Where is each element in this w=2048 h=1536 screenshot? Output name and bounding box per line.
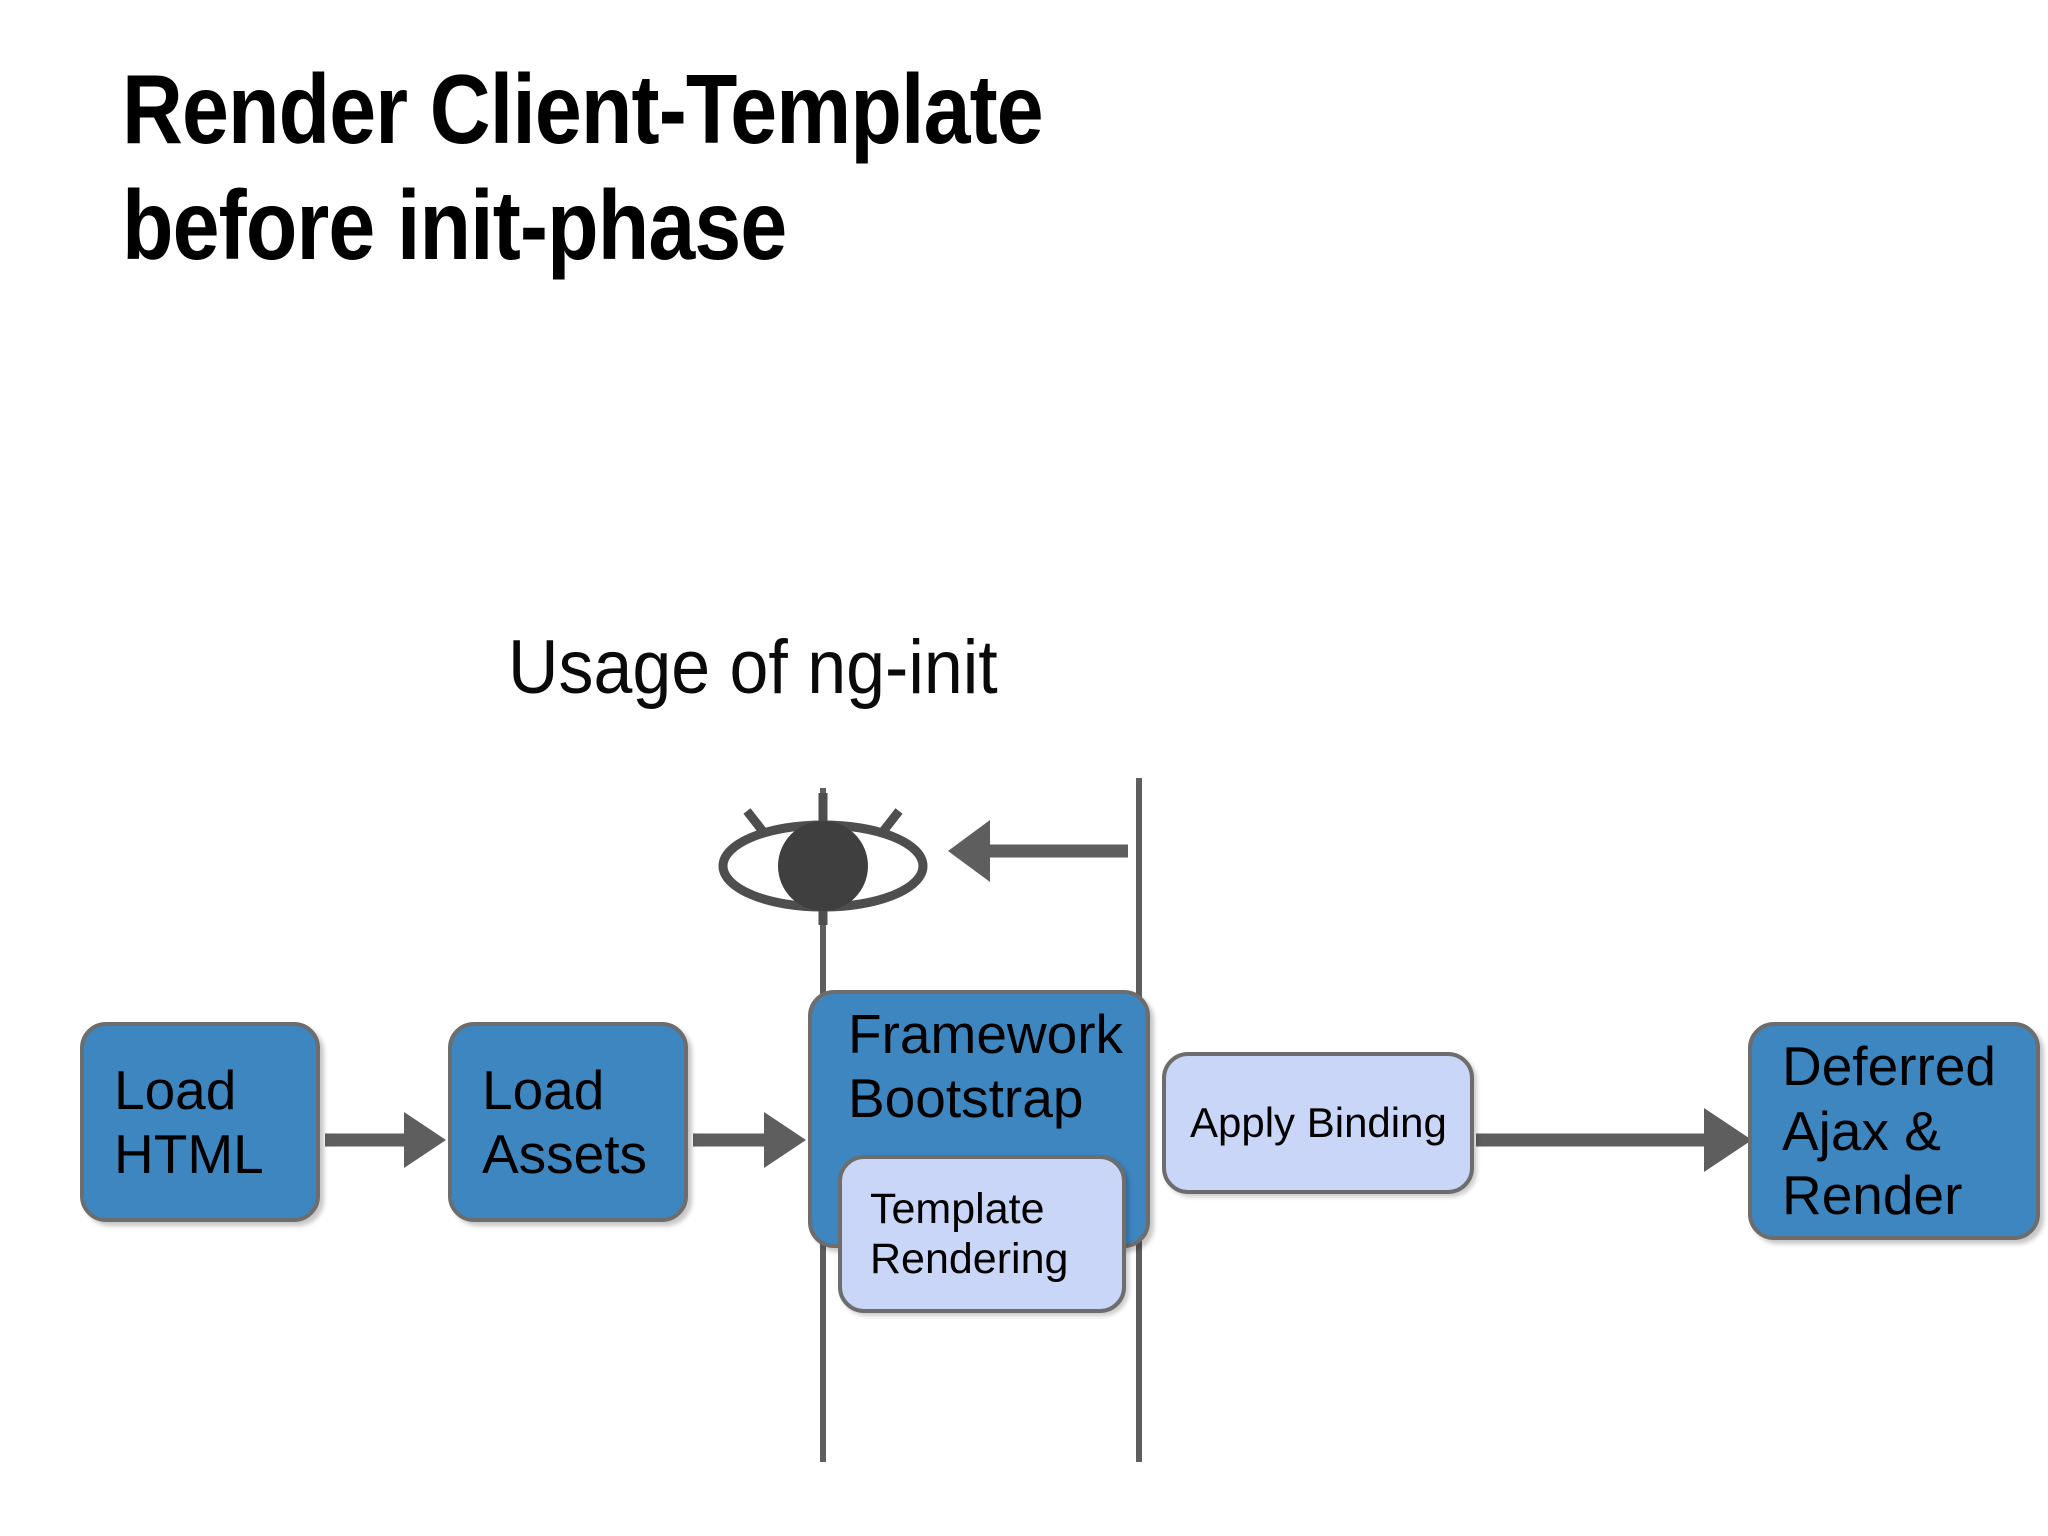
- slide-title: Render Client-Template before init-phase: [122, 54, 1044, 280]
- node-deferred-ajax-and-render[interactable]: Deferred Ajax & Render: [1748, 1022, 2040, 1240]
- eye-icon: [718, 793, 928, 925]
- node-template-rendering-label: Template Rendering: [870, 1184, 1069, 1283]
- arrow-layer: [325, 820, 1752, 1172]
- node-load-assets[interactable]: Load Assets: [448, 1022, 688, 1222]
- node-template-rendering[interactable]: Template Rendering: [838, 1155, 1126, 1313]
- arrow-observation-to-eye: [948, 820, 1128, 882]
- arrow-load-assets-to-framework: [693, 1112, 806, 1168]
- node-load-html-label: Load HTML: [114, 1058, 264, 1185]
- arrow-load-html-to-load-assets: [325, 1112, 446, 1168]
- diagram-caption: Usage of ng-init: [508, 625, 998, 710]
- node-apply-binding-label: Apply Binding: [1190, 1099, 1447, 1147]
- node-load-html[interactable]: Load HTML: [80, 1022, 320, 1222]
- node-apply-binding[interactable]: Apply Binding: [1162, 1052, 1474, 1194]
- arrow-apply-binding-to-deferred: [1476, 1108, 1752, 1172]
- node-deferred-ajax-and-render-label: Deferred Ajax & Render: [1782, 1035, 1996, 1227]
- node-load-assets-label: Load Assets: [482, 1058, 648, 1185]
- node-framework-bootstrap-label: Framework Bootstrap: [848, 1003, 1124, 1130]
